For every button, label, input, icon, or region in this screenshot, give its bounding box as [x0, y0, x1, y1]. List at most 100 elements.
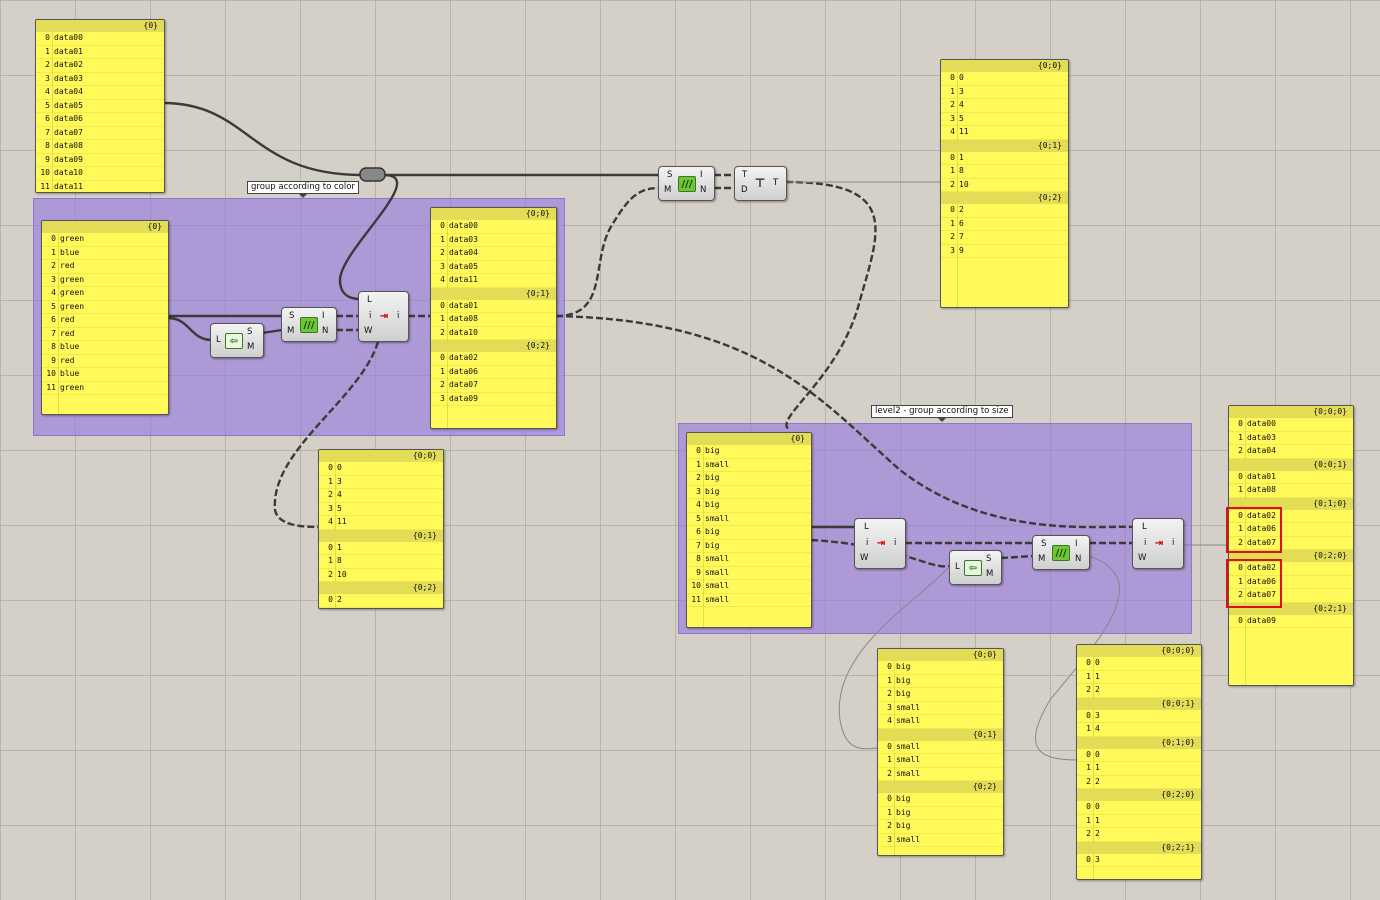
item-value: small: [705, 554, 730, 563]
item-index: 2: [440, 327, 445, 337]
member-index-component-3[interactable]: S M /// I N: [1032, 535, 1090, 570]
item-index: 1: [328, 476, 333, 486]
item-index: 3: [51, 274, 56, 284]
wire-colors-to-set: [167, 316, 213, 342]
item-index: 1: [696, 459, 701, 469]
panel-margin-line: [52, 20, 53, 192]
item-value: small: [896, 741, 921, 751]
branch-path-header: {0}: [42, 221, 168, 233]
item-index: 0: [950, 73, 955, 82]
member-index-component[interactable]: S M /// I N: [281, 307, 337, 342]
create-set-component-2[interactable]: L ⇦ S M: [949, 550, 1002, 585]
branch-path-header: {0;2;0}: [1229, 550, 1353, 562]
item-index: 0: [1086, 749, 1091, 759]
member-index-icon: ///: [678, 176, 696, 192]
item-value: 3: [1095, 854, 1100, 864]
panel-margin-line: [894, 649, 895, 855]
item-value: blue: [60, 369, 80, 378]
list-item-component-2[interactable]: L i W ⇥ i: [854, 518, 906, 569]
input-m-label: M: [287, 326, 295, 336]
wire-data-to-relay: [162, 101, 363, 177]
item-index: 0: [1238, 615, 1243, 625]
item-value: 3: [959, 86, 964, 96]
input-s-label: S: [667, 170, 673, 180]
item-index: 6: [51, 315, 56, 324]
item-value: 0: [1095, 802, 1100, 811]
item-index: 8: [51, 342, 56, 351]
item-index: 0: [1086, 802, 1091, 811]
branch-path-header: {0;2}: [878, 781, 1003, 793]
panel-margin-line: [703, 433, 704, 627]
item-index: 5: [696, 513, 701, 523]
item-index: 1: [887, 807, 892, 817]
item-index: 2: [950, 232, 955, 241]
item-index: 0: [440, 300, 445, 310]
item-index: 9: [51, 355, 56, 365]
item-index: 4: [45, 87, 50, 96]
item-value: small: [896, 768, 921, 778]
item-value: 2: [1095, 685, 1100, 694]
item-index: 0: [1086, 658, 1091, 667]
item-value: green: [60, 288, 85, 297]
list-item-component[interactable]: L i W ⇥ i: [358, 291, 409, 342]
item-index: 3: [440, 261, 445, 271]
create-set-component[interactable]: L ⇦ S M: [210, 323, 264, 358]
item-index: 11: [46, 382, 56, 392]
item-index: 1: [1238, 485, 1243, 494]
panel-margin-line: [1245, 406, 1246, 685]
item-index: 3: [440, 393, 445, 403]
list-item-component-3[interactable]: L i W ⇥ i: [1132, 518, 1184, 569]
item-value: 4: [959, 100, 964, 109]
branch-path-header: {0;1}: [319, 529, 443, 542]
input-l-label: L: [955, 562, 960, 572]
item-value: blue: [60, 342, 80, 351]
item-value: big: [896, 821, 911, 830]
member-index-component-2[interactable]: S M /// I N: [658, 166, 715, 201]
item-value: data04: [449, 248, 478, 257]
flip-matrix-component[interactable]: T D ⊤ T: [734, 166, 787, 201]
item-value: small: [705, 513, 730, 523]
branch-path-header: {0}: [36, 20, 164, 32]
item-value: green: [60, 234, 85, 243]
item-index: 3: [696, 486, 701, 496]
item-value: big: [705, 500, 720, 509]
item-index: 1: [440, 314, 445, 323]
item-value: big: [705, 446, 720, 455]
item-value: data07: [449, 380, 478, 389]
item-value: 0: [959, 73, 964, 82]
item-index: 2: [1086, 829, 1091, 838]
item-index: 0: [1086, 854, 1091, 864]
